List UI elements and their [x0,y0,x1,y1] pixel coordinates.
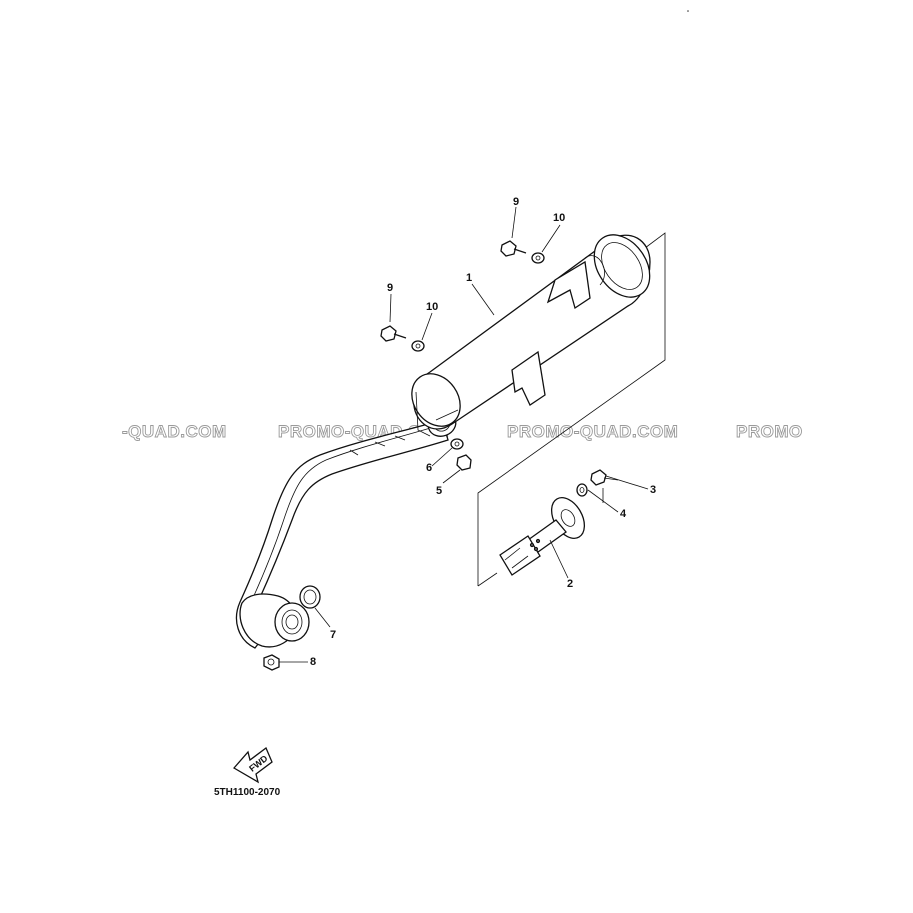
exhaust-pipe [235,411,457,649]
spark-arrester-part-2 [499,497,586,576]
bolt-part-3 [590,469,619,486]
washer-part-10-upper [531,252,545,264]
callout-10-lower: 10 [426,301,438,313]
callout-9-lower: 9 [387,282,393,294]
watermark-1: -QUAD.COM [122,422,227,441]
watermark-3: PROMO-QUAD.COM [507,422,678,441]
bolt-part-9-upper [500,240,527,257]
speck-mark [687,10,689,12]
washer-part-10-lower [411,340,425,352]
bolt-part-9-lower [380,325,407,342]
watermark-row: -QUAD.COM PROMO-QUAD.COM PROMO-QUAD.COM … [122,422,803,442]
diagram-part-number: 5TH1100-2070 [214,787,281,798]
washer-part-4 [576,483,588,497]
leader-lines [279,206,649,663]
callout-1: 1 [466,272,472,284]
callout-7: 7 [330,629,336,641]
watermark-4: PROMO [736,422,803,441]
callout-3: 3 [650,484,656,496]
callout-6: 6 [426,462,432,474]
callout-2: 2 [567,578,573,590]
gasket-part-7 [299,585,321,609]
callout-4: 4 [620,508,627,520]
callout-9-upper: 9 [513,196,519,208]
callout-numbers: 1 2 3 4 5 6 7 8 9 9 10 10 [310,196,656,668]
washer-part-6 [450,438,464,450]
reference-frame [477,232,666,587]
bolt-part-5 [456,454,472,471]
callout-5: 5 [436,485,442,497]
fwd-arrow: FWD [232,746,273,784]
nut-part-8 [263,654,280,671]
callout-10-upper: 10 [553,212,565,224]
muffler-part-1 [411,234,651,437]
cylinder-flange [274,602,310,642]
callout-8: 8 [310,656,316,668]
